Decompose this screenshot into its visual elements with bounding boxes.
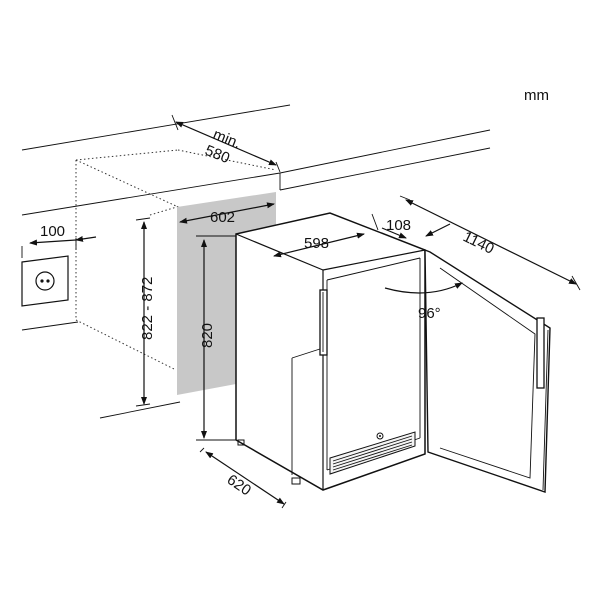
dim-total-depth-open [399,195,581,291]
open-door-handle [536,317,545,389]
unit-label: mm [524,87,549,104]
dim-door-clearance-label: 108 [386,217,411,234]
dim-appliance-width [273,232,365,258]
appliance-feet [237,439,301,485]
dim-niche-width [179,202,275,224]
dim-appliance-height [196,235,236,441]
dim-niche-height-label: 822 - 872 [139,277,156,340]
socket-icon [21,255,69,307]
door-handle-icon [319,289,328,356]
dim-appliance-depth-label: 620 [224,471,254,499]
dim-appliance-width-label: 598 [304,235,329,252]
door-angle-label: 96° [418,305,441,322]
dim-total-depth-open-label: 1140 [460,228,496,257]
dim-appliance-height-label: 820 [199,323,216,348]
dim-socket-offset-label: 100 [40,223,65,240]
kitchen-cabinet-outline [21,104,491,419]
dim-min-depth [171,114,281,173]
dim-niche-width-label: 602 [210,209,235,226]
dim-appliance-depth [199,447,287,509]
open-door [424,248,551,493]
dim-niche-height [135,217,151,407]
dim-socket-offset [21,235,97,258]
ventilation-grille [329,431,416,475]
lock-icon [376,432,384,440]
door-swing-arc [384,282,463,294]
